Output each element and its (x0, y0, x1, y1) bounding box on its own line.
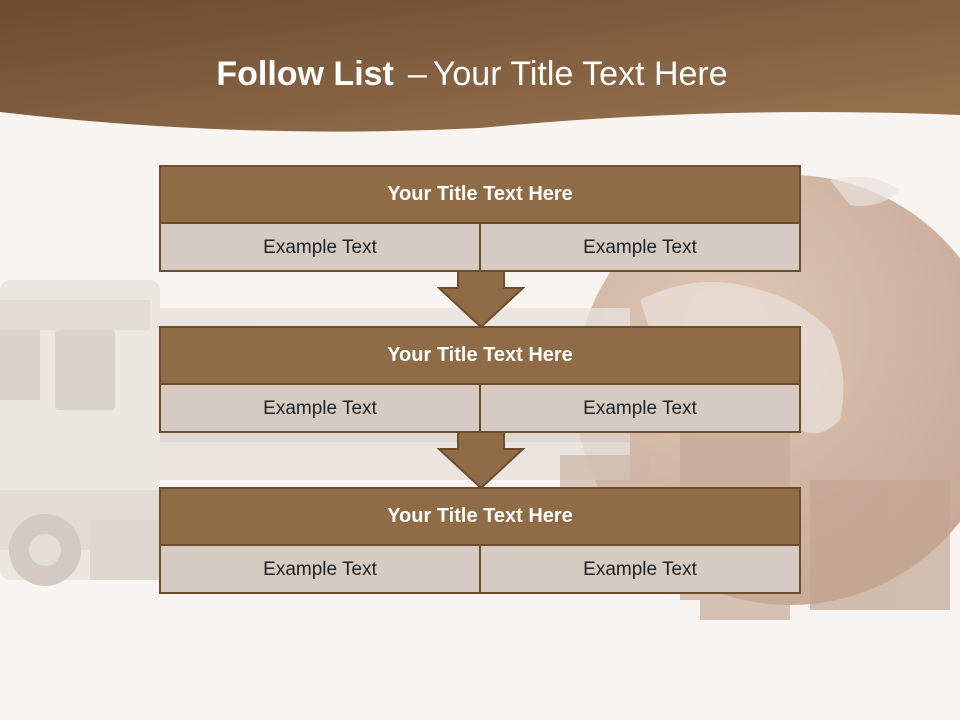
down-arrow-icon (437, 431, 525, 489)
list-block-1: Your Title Text Here Example Text Exampl… (159, 165, 801, 272)
header-band (0, 0, 960, 132)
block-title: Your Title Text Here (161, 328, 799, 385)
slide-title-bold: Follow List (216, 55, 394, 93)
block-title: Your Title Text Here (161, 167, 799, 224)
list-block-3: Your Title Text Here Example Text Exampl… (159, 487, 801, 594)
slide-title: Follow List–Your Title Text Here (0, 52, 944, 96)
block-row: Example Text Example Text (161, 224, 799, 272)
block-cell-right: Example Text (479, 224, 799, 272)
block-title: Your Title Text Here (161, 489, 799, 546)
block-cell-left: Example Text (263, 559, 377, 580)
block-cell-right: Example Text (479, 385, 799, 433)
slide-title-rest: Your Title Text Here (432, 55, 728, 93)
slide-title-dash: – (407, 55, 427, 93)
down-arrow-icon (437, 270, 525, 328)
block-cell-left: Example Text (263, 398, 377, 419)
block-cell-right: Example Text (479, 546, 799, 594)
list-block-2: Your Title Text Here Example Text Exampl… (159, 326, 801, 433)
block-cell-left: Example Text (263, 237, 377, 258)
block-row: Example Text Example Text (161, 385, 799, 433)
block-row: Example Text Example Text (161, 546, 799, 594)
